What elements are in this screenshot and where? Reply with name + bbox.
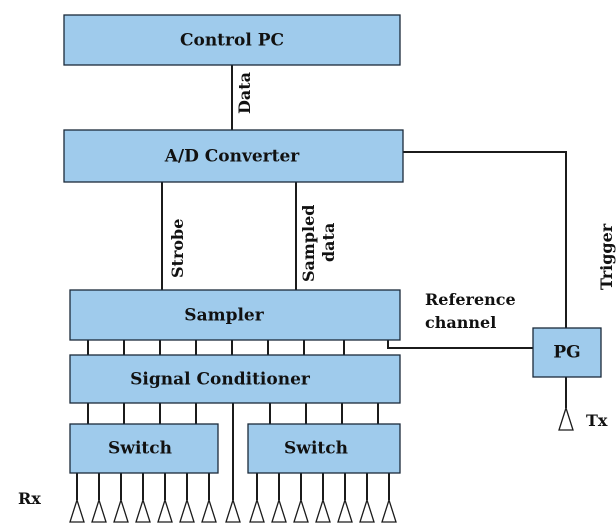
rx-antenna-icon bbox=[69, 497, 85, 523]
strobe-label: Strobe bbox=[168, 219, 187, 278]
rx-antenna-icon bbox=[359, 497, 375, 523]
rx-antenna-icon bbox=[179, 497, 195, 523]
rx-antenna-icon bbox=[201, 497, 217, 523]
sampler-conditioner-bus bbox=[87, 340, 345, 355]
ad-converter-block: A/D Converter bbox=[63, 129, 404, 183]
trigger-label: Trigger bbox=[597, 223, 616, 290]
rx-antenna-icon bbox=[271, 497, 287, 523]
pg-label: PG bbox=[553, 343, 580, 363]
switch-right-block: Switch bbox=[247, 423, 401, 474]
signal-conditioner-label: Signal Conditioner bbox=[130, 370, 311, 390]
conditioner-switch-bus bbox=[87, 403, 379, 424]
sampler-block: Sampler bbox=[69, 289, 401, 341]
reference-label: Reference bbox=[425, 290, 516, 309]
trigger-line bbox=[403, 151, 567, 328]
rx-antenna-icon bbox=[293, 497, 309, 523]
control-pc-block: Control PC bbox=[63, 14, 401, 66]
rx-antenna-icon bbox=[249, 497, 265, 523]
sampled-label: Sampled bbox=[299, 205, 318, 282]
tx-antenna bbox=[558, 405, 574, 431]
wires bbox=[76, 65, 567, 500]
tx-label: Tx bbox=[586, 411, 608, 430]
rx-antenna-array bbox=[69, 497, 397, 523]
reference-channel-label: channel bbox=[425, 313, 496, 332]
pg-block: PG bbox=[532, 327, 602, 378]
switch-antenna-wires bbox=[76, 473, 390, 500]
rx-antenna-icon bbox=[135, 497, 151, 523]
rx-antenna-icon bbox=[337, 497, 353, 523]
rx-antenna-icon bbox=[91, 497, 107, 523]
rx-antenna-icon bbox=[113, 497, 129, 523]
rx-label: Rx bbox=[18, 489, 41, 508]
data-label: Data bbox=[235, 72, 254, 114]
tx-antenna-icon bbox=[558, 405, 574, 431]
sampler-label: Sampler bbox=[184, 306, 264, 326]
switch-right-label: Switch bbox=[284, 439, 348, 459]
switch-left-label: Switch bbox=[108, 439, 172, 459]
switch-left-block: Switch bbox=[69, 423, 219, 474]
reference-channel-line bbox=[387, 340, 533, 349]
sampled-data-label: data bbox=[319, 223, 338, 262]
control-pc-label: Control PC bbox=[180, 31, 284, 51]
ad-converter-label: A/D Converter bbox=[164, 147, 301, 167]
signal-conditioner-block: Signal Conditioner bbox=[69, 354, 401, 404]
rx-antenna-icon bbox=[381, 497, 397, 523]
rx-antenna-icon bbox=[225, 497, 241, 523]
rx-antenna-icon bbox=[315, 497, 331, 523]
rx-antenna-icon bbox=[157, 497, 173, 523]
